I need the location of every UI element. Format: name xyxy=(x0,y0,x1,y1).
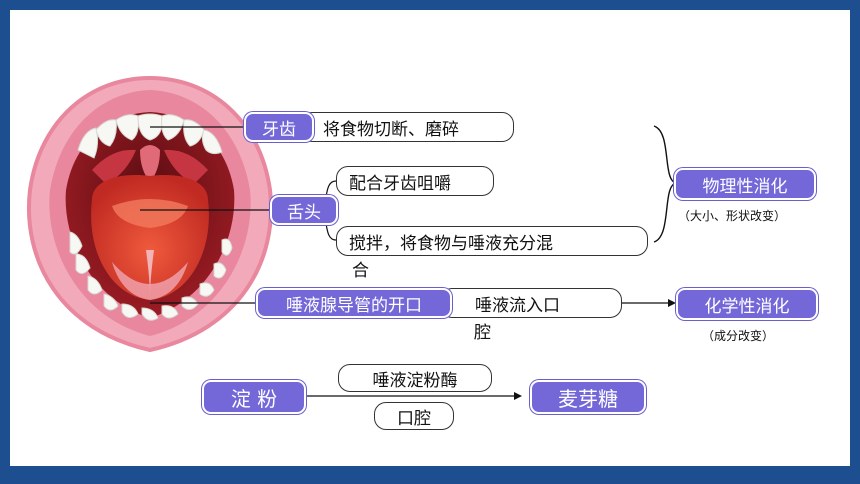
saliva-action-text: 唾液流入口 xyxy=(475,295,560,316)
chemical-digestion-note: （成分改变） xyxy=(702,329,775,343)
tongue-action-1-box: 配合牙齿咀嚼 xyxy=(336,166,494,196)
tongue-action-2-box: 搅拌，将食物与唾液充分混 xyxy=(336,226,648,256)
uvula xyxy=(140,145,160,182)
physical-digestion-label: 物理性消化 xyxy=(674,168,816,200)
physical-digestion-note: （大小、形状改变） xyxy=(678,209,787,223)
tongue-action-2-text: 搅拌，将食物与唾液充分混 xyxy=(349,233,553,254)
palate-right xyxy=(164,149,208,184)
frenulum xyxy=(146,250,154,298)
maltose-label: 麦芽糖 xyxy=(530,380,646,414)
teeth-action-box: 将食物切断、磨碎 xyxy=(300,112,514,142)
saliva-action-wrap: 腔 xyxy=(474,323,491,343)
starch-label: 淀 粉 xyxy=(202,380,306,414)
teeth-label: 牙齿 xyxy=(244,112,314,142)
under-tongue xyxy=(112,262,188,300)
location-text: 口腔 xyxy=(397,408,431,429)
palate-left xyxy=(92,149,136,184)
tongue-action-2-wrap: 合 xyxy=(352,261,369,281)
saliva-action-box: 唾液流入口 xyxy=(440,288,622,318)
teeth-action-text: 将食物切断、磨碎 xyxy=(323,119,459,140)
enzyme-box: 唾液淀粉酶 xyxy=(338,364,492,392)
tongue-label: 舌头 xyxy=(270,195,338,225)
enzyme-text: 唾液淀粉酶 xyxy=(372,370,458,391)
tongue-action-1-text: 配合牙齿咀嚼 xyxy=(349,173,451,194)
chemical-digestion-label: 化学性消化 xyxy=(676,288,818,320)
location-box: 口腔 xyxy=(374,402,454,430)
salivary-opening-label: 唾液腺导管的开口 xyxy=(256,288,452,318)
tongue-highlight xyxy=(112,199,188,228)
